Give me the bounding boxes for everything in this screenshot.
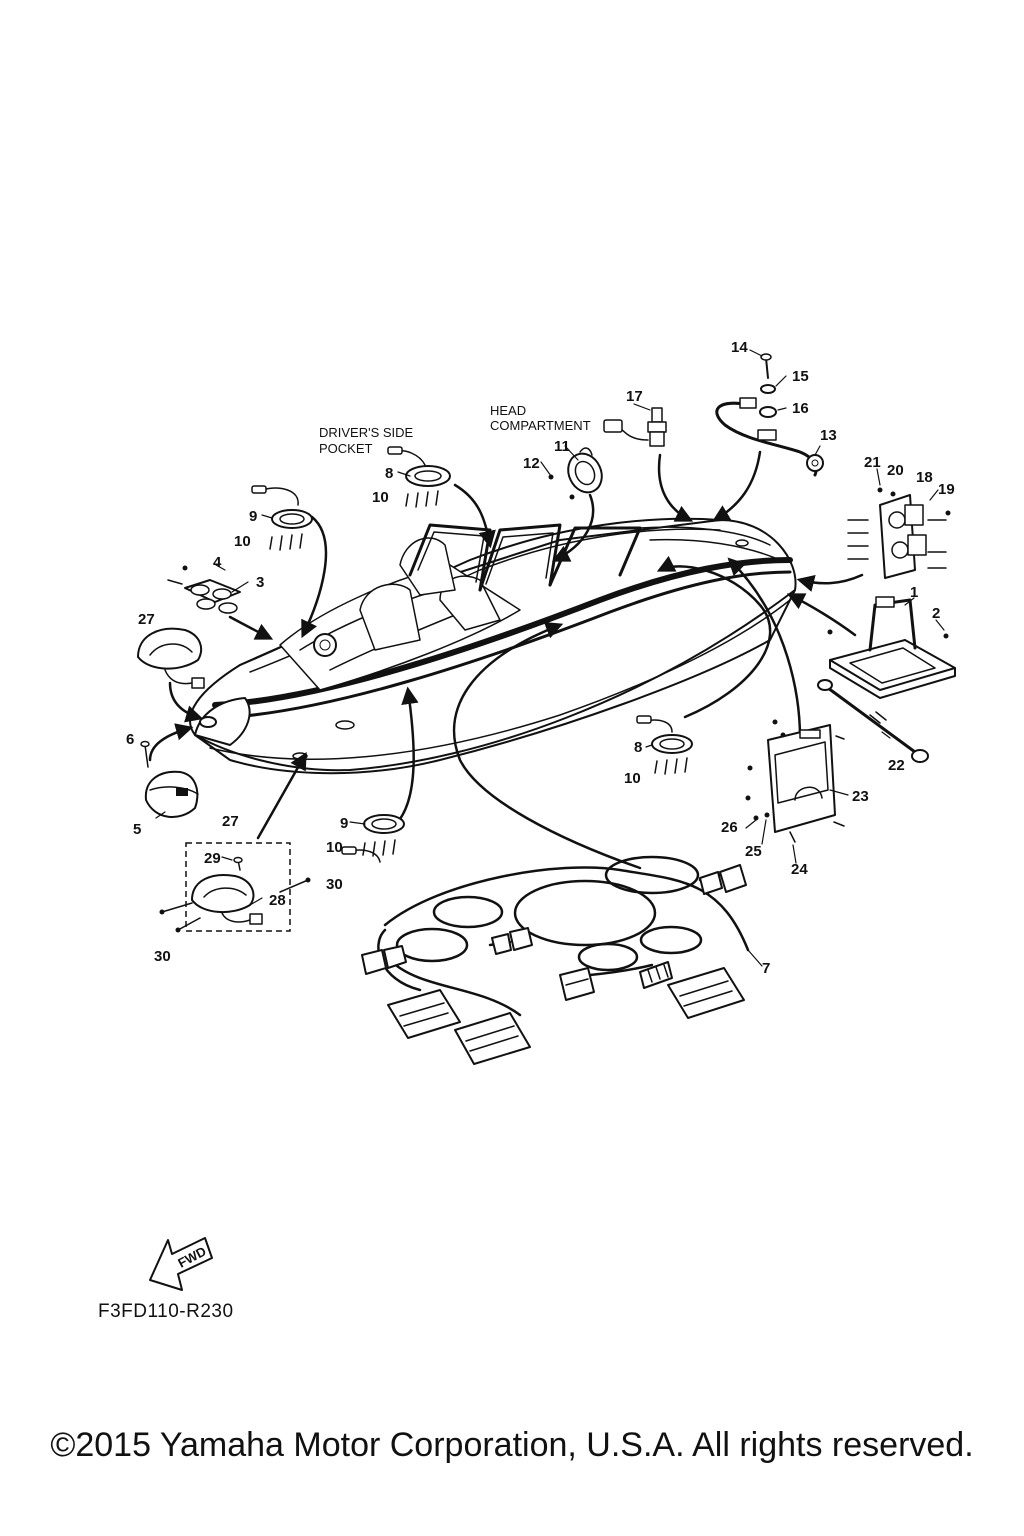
leader-arrows — [148, 450, 864, 870]
part-label-5: 5 — [133, 821, 141, 838]
switch-panel-icon — [167, 565, 241, 614]
part-label-18: 18 — [916, 469, 933, 486]
harness-large-connector-icon — [454, 1012, 531, 1065]
stern-light-icon — [137, 627, 205, 689]
part-label-10-right: 10 — [624, 770, 641, 787]
part-label-16: 16 — [792, 400, 809, 417]
part-label-11: 11 — [554, 438, 570, 455]
part-label-10-left: 10 — [234, 533, 251, 550]
part-label-8-right: 8 — [634, 739, 642, 756]
part-label-19: 19 — [938, 481, 955, 498]
part-label-25: 25 — [745, 843, 762, 860]
copyright-notice: ©2015 Yamaha Motor Corporation, U.S.A. A… — [50, 1426, 974, 1464]
harness-connector-icon — [699, 864, 747, 895]
part-label-4: 4 — [213, 554, 222, 571]
part-label-12: 12 — [523, 455, 540, 472]
drivers-pocket-label-line2: POCKET — [319, 441, 373, 456]
courtesy-light-icon — [251, 485, 313, 551]
head-light-icon — [548, 447, 603, 500]
control-unit-icon — [745, 719, 845, 843]
harness-large-connector-icon — [387, 989, 461, 1039]
part-label-7: 7 — [762, 960, 770, 977]
battery-tray-icon — [827, 596, 956, 699]
part-label-15: 15 — [792, 368, 809, 385]
bolt-icon — [759, 353, 777, 418]
part-label-21: 21 — [864, 454, 881, 471]
part-label-24: 24 — [791, 861, 808, 878]
bow-light-icon — [140, 740, 199, 819]
part-label-30-right: 30 — [326, 876, 343, 893]
part-label-23: 23 — [852, 788, 869, 805]
part-label-30-left: 30 — [154, 948, 171, 965]
part-label-28: 28 — [269, 892, 286, 909]
diagram-code: F3FD110-R230 — [98, 1301, 234, 1322]
relay-assembly-icon — [847, 487, 951, 579]
part-label-26: 26 — [721, 819, 738, 836]
part-label-22: 22 — [888, 757, 905, 774]
ground-cable-icon — [715, 397, 824, 477]
part-label-9-top: 9 — [249, 508, 257, 525]
harness-connector-icon — [361, 945, 407, 975]
part-label-17: 17 — [626, 388, 643, 405]
head-compartment-label-line2: COMPARTMENT — [490, 418, 591, 433]
leader-lines — [155, 349, 945, 967]
head-compartment-label-line1: HEAD — [490, 403, 526, 418]
part-label-9-bottom: 9 — [340, 815, 348, 832]
part-label-1: 1 — [910, 584, 918, 601]
part-label-29: 29 — [204, 850, 221, 867]
harness-large-connector-icon — [667, 967, 745, 1019]
part-label-2: 2 — [932, 605, 940, 622]
stern-light-assembly-box — [159, 842, 311, 933]
sensor-icon — [603, 407, 667, 447]
harness-connector-icon — [639, 961, 673, 989]
part-label-10-top: 10 — [372, 489, 389, 506]
part-label-14: 14 — [731, 339, 748, 356]
fwd-arrow-icon: FWD — [149, 1237, 213, 1291]
harness-connector-icon — [559, 967, 595, 1001]
part-label-27-top: 27 — [138, 611, 155, 628]
wire-harness-icon — [361, 855, 750, 1065]
boat-hull — [189, 517, 797, 775]
part-label-13: 13 — [820, 427, 837, 444]
battery-cable-icon — [817, 679, 929, 763]
part-label-3: 3 — [256, 574, 264, 591]
part-label-27-box: 27 — [222, 813, 239, 830]
part-label-10-bottom: 10 — [326, 839, 343, 856]
part-label-8-top: 8 — [385, 465, 393, 482]
part-label-20: 20 — [887, 462, 904, 479]
side-light-icon — [636, 715, 693, 775]
drivers-pocket-label-line1: DRIVER'S SIDE — [319, 425, 414, 440]
part-label-6: 6 — [126, 731, 134, 748]
part-number-labels: 14 15 16 17 13 21 20 18 19 1 2 22 23 26 … — [126, 339, 955, 977]
pocket-light-icon — [387, 446, 451, 508]
harness-connector-icon — [491, 927, 533, 955]
